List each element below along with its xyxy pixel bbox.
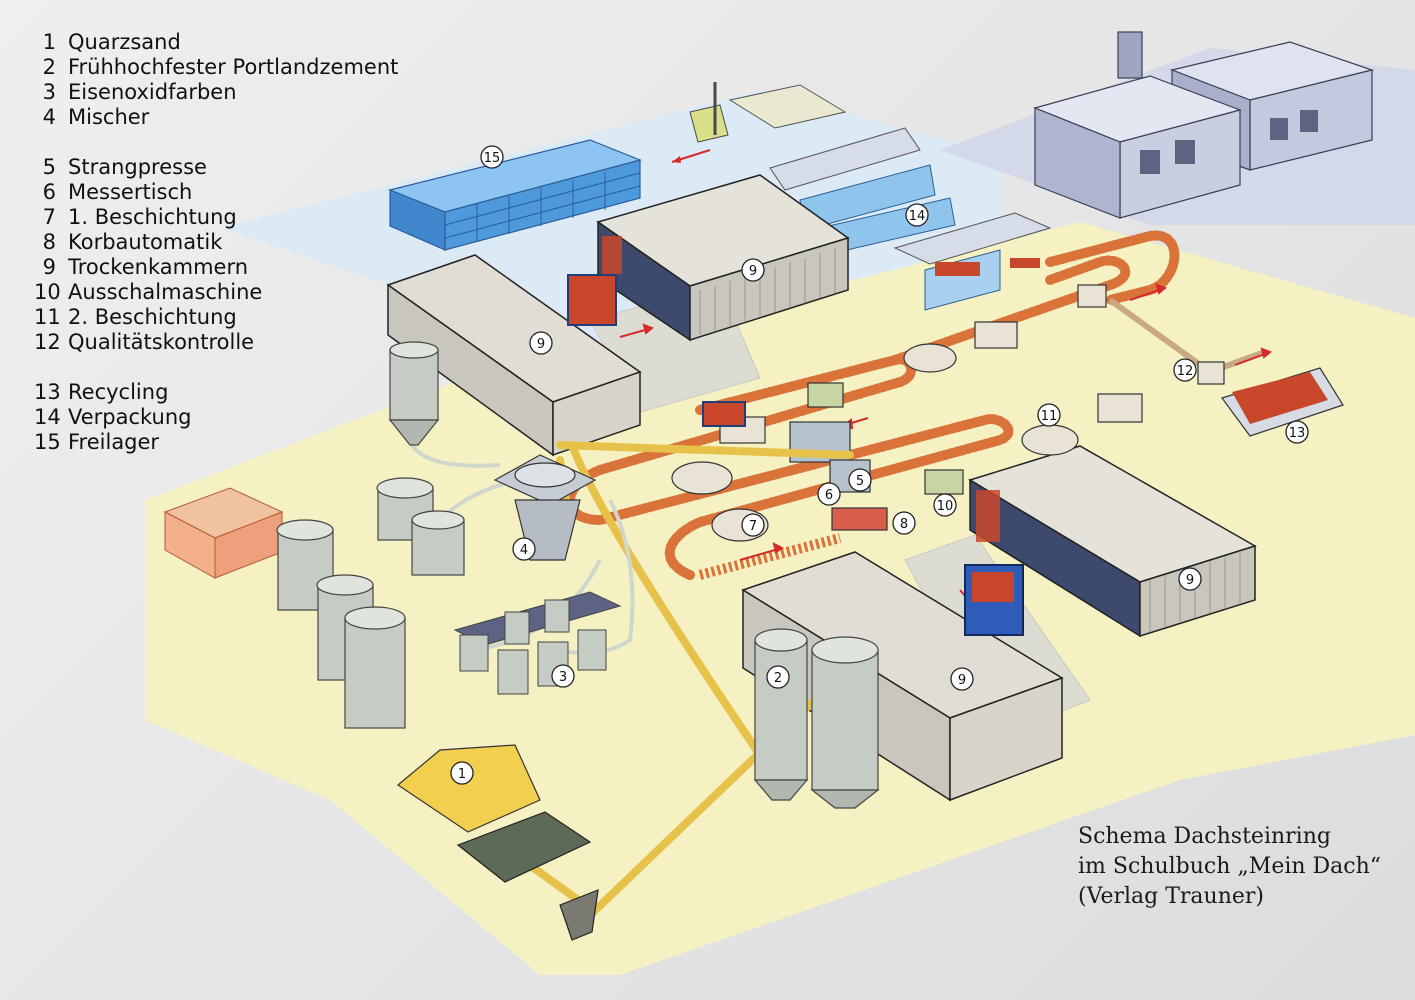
factory-buildings — [1033, 31, 1375, 219]
svg-text:9: 9 — [749, 264, 757, 279]
source-caption: Schema Dachsteinring im Schulbuch „Mein … — [1078, 822, 1381, 912]
dryer-chamber-9a — [386, 254, 642, 457]
svg-text:3: 3 — [559, 670, 567, 685]
sand-hopper — [456, 811, 599, 941]
svg-text:7: 7 — [749, 519, 757, 534]
dryer-chamber-9b — [596, 174, 850, 342]
marker-4: 4 — [512, 537, 536, 561]
marker-12: 12 — [1173, 358, 1197, 382]
marker-9-bottom: 9 — [950, 667, 974, 691]
marker-14: 14 — [905, 203, 929, 227]
marker-9-left: 9 — [529, 331, 553, 355]
svg-text:15: 15 — [484, 151, 501, 166]
caption-line: (Verlag Trauner) — [1078, 884, 1264, 909]
svg-text:1: 1 — [458, 767, 466, 782]
outdoor-storage-15 — [388, 139, 642, 251]
svg-text:9: 9 — [958, 673, 966, 688]
pigment-tanks-3 — [453, 591, 622, 695]
svg-text:8: 8 — [900, 517, 908, 532]
caption-line: im Schulbuch „Mein Dach“ — [1078, 854, 1382, 879]
marker-11: 11 — [1037, 403, 1061, 427]
svg-text:2: 2 — [774, 671, 782, 686]
marker-9-right: 9 — [1178, 567, 1202, 591]
marker-7: 7 — [741, 513, 765, 537]
svg-text:11: 11 — [1041, 409, 1058, 424]
svg-text:13: 13 — [1289, 426, 1306, 441]
tile-pallets — [163, 274, 1024, 636]
svg-text:9: 9 — [537, 337, 545, 352]
svg-text:14: 14 — [909, 209, 926, 224]
mixer-4 — [493, 454, 597, 561]
marker-13: 13 — [1285, 420, 1309, 444]
svg-text:5: 5 — [856, 474, 864, 489]
marker-8: 8 — [892, 511, 916, 535]
silos — [276, 341, 880, 809]
marker-9-top: 9 — [741, 258, 765, 282]
marker-2: 2 — [766, 665, 790, 689]
recycling-bin-13 — [1221, 367, 1344, 437]
svg-text:10: 10 — [937, 499, 954, 514]
caption-line: Schema Dachsteinring — [1078, 824, 1331, 849]
marker-10: 10 — [933, 493, 957, 517]
marker-1: 1 — [450, 761, 474, 785]
dryer-chamber-9c — [968, 445, 1257, 638]
quartz-sand-pile-1 — [397, 744, 541, 833]
svg-text:6: 6 — [825, 488, 833, 503]
marker-6: 6 — [817, 482, 841, 506]
svg-text:4: 4 — [520, 543, 528, 558]
marker-5: 5 — [848, 468, 872, 492]
roof-tile-conveyor-loop — [565, 230, 1180, 580]
marker-3: 3 — [551, 664, 575, 688]
svg-text:9: 9 — [1186, 573, 1194, 588]
marker-15: 15 — [480, 145, 504, 169]
svg-text:12: 12 — [1177, 364, 1194, 379]
